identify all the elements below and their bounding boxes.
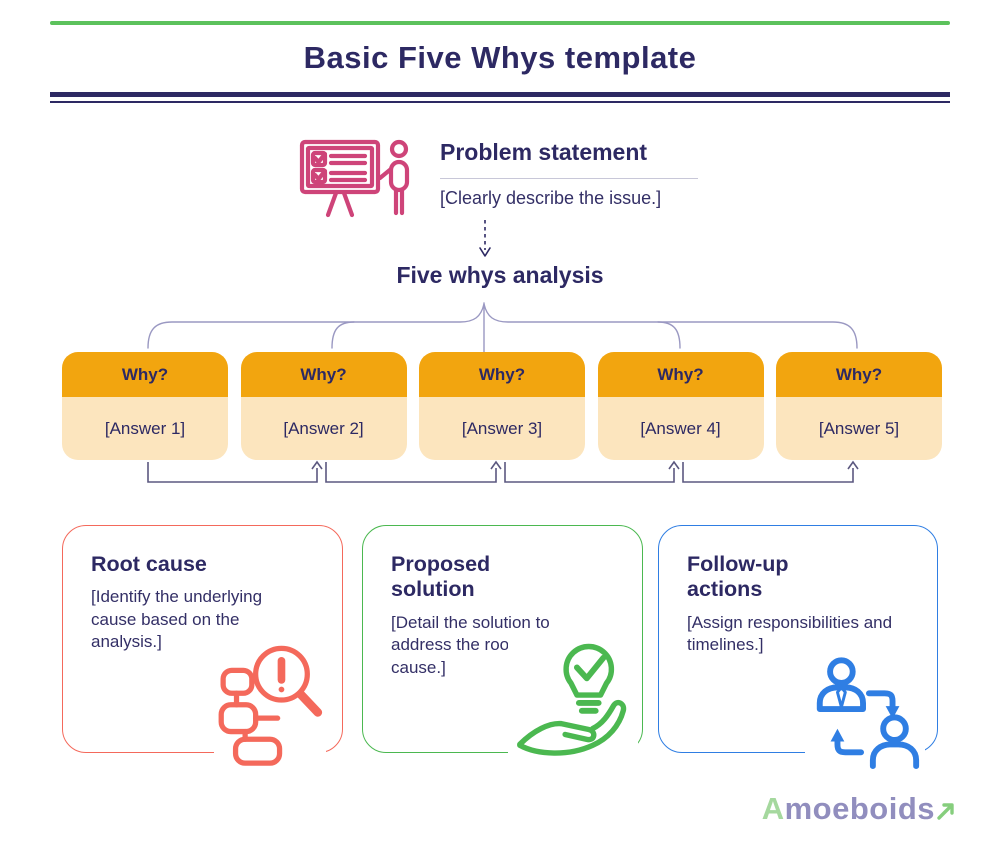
title-divider-thick [50, 92, 950, 97]
problem-divider [440, 178, 698, 179]
why-answer: [Answer 1] [62, 397, 228, 460]
problem-hint: [Clearly describe the issue.] [440, 188, 662, 208]
card-body: [Detail the solution to address the root… [391, 612, 550, 677]
why-answer: [Answer 4] [597, 397, 764, 460]
page-title: Basic Five Whys template [303, 40, 697, 75]
why-label: Why? [62, 352, 228, 397]
why-label: Why? [419, 352, 585, 397]
why-box-5: Why? [Answer 5] [776, 352, 942, 460]
card-title: Root cause [91, 552, 207, 576]
why-boxes-row: Why? [Answer 1] Why? [Answer 2] Why? [An… [62, 352, 942, 460]
why-box-2: Why? [Answer 2] [240, 352, 407, 460]
people-handoff-icon [805, 650, 925, 770]
why-box-4: Why? [Answer 4] [597, 352, 764, 460]
problem-title: Problem statement [440, 139, 648, 165]
root-cause-card: Root cause [Identify the underlying caus… [62, 525, 343, 766]
analysis-title: Five whys analysis [396, 262, 604, 288]
solution-bulb-hand-icon [508, 634, 638, 764]
logo-text: moeboids [784, 791, 935, 826]
why-answer: [Answer 5] [776, 397, 942, 460]
title-divider-thin [50, 101, 950, 103]
why-label: Why? [240, 352, 407, 397]
card-title: Proposed solution [391, 552, 491, 602]
why-answer: [Answer 3] [419, 397, 585, 460]
problem-statement-block: Problem statement [Clearly describe the … [440, 139, 702, 209]
card-body: [Assign responsibilities and timelines.] [687, 612, 893, 655]
curly-brace [140, 300, 865, 359]
proposed-solution-card: Proposed solution [Detail the solution t… [362, 525, 643, 764]
up-right-arrow-icon [936, 793, 956, 829]
why-box-3: Why? [Answer 3] [419, 352, 585, 460]
presentation-trainer-icon [298, 136, 418, 225]
why-connector-arrows [0, 458, 1000, 499]
root-cause-magnifier-icon [214, 634, 326, 766]
logo-letter-a: A [761, 791, 785, 826]
why-label: Why? [776, 352, 942, 397]
why-box-1: Why? [Answer 1] [62, 352, 228, 460]
why-label: Why? [597, 352, 764, 397]
card-body: [Identify the underlying cause based on … [91, 587, 263, 652]
follow-up-actions-card: Follow-up actions [Assign responsibiliti… [658, 525, 938, 770]
top-accent-line [50, 21, 950, 25]
card-title: Follow-up actions [687, 552, 789, 602]
down-dashed-arrow-icon [477, 219, 493, 266]
why-answer: [Answer 2] [240, 397, 407, 460]
